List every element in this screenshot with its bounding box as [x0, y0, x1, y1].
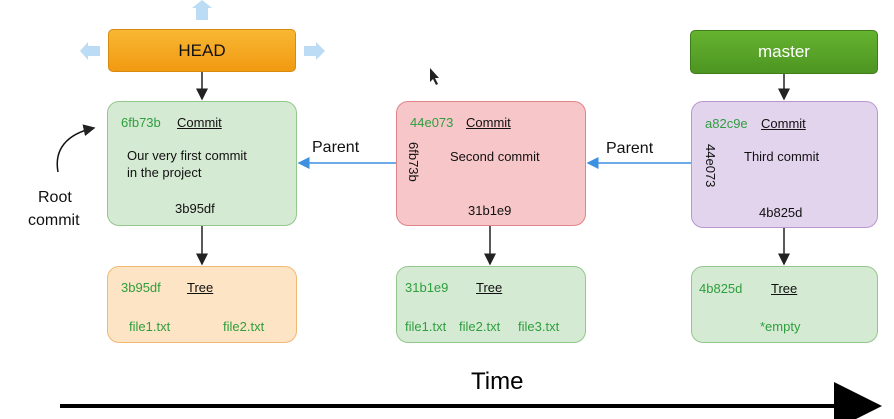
commit-tree-hash: 4b825d: [759, 205, 803, 220]
head-label: HEAD: [178, 40, 226, 60]
tree-node-1[interactable]: 3b95df Tree file1.txt file2.txt: [107, 266, 297, 343]
parent-label-2: Parent: [606, 140, 654, 157]
mouse-cursor-icon: [430, 68, 439, 85]
commit-tree-hash: 3b95df: [175, 201, 215, 216]
commit-title: Commit: [466, 115, 511, 130]
commit-message-line-1: Second commit: [450, 149, 540, 164]
root-commit-label-line-2: commit: [28, 212, 80, 229]
commit-message-line-1: Our very first commit: [127, 148, 247, 163]
tree-file: file2.txt: [223, 319, 265, 334]
commit-hash: 6fb73b: [121, 115, 161, 130]
tree-title: Tree: [187, 280, 214, 295]
commit-node-2[interactable]: 44e073 Commit 6fb73b Second commit 31b1e…: [396, 101, 586, 226]
commit-parent-hash: 44e073: [703, 144, 718, 188]
time-axis-label: Time: [471, 368, 524, 395]
tree-title: Tree: [771, 281, 798, 296]
tree-file: file1.txt: [129, 319, 171, 334]
commit-node-1[interactable]: 6fb73b Commit Our very first commit in t…: [107, 101, 297, 226]
tree-hash: 4b825d: [699, 281, 743, 296]
commit-tree-hash: 31b1e9: [468, 203, 512, 218]
tree-node-2[interactable]: 31b1e9 Tree file1.txt file2.txt file3.tx…: [396, 266, 586, 343]
tree-file: *empty: [760, 319, 801, 334]
commit-message-line-1: Third commit: [744, 149, 820, 164]
tree-file: file3.txt: [518, 319, 560, 334]
root-commit-label-line-1: Root: [38, 189, 72, 206]
head-move-hint-icon: [80, 0, 325, 60]
commit-parent-hash: 6fb73b: [406, 142, 421, 182]
root-commit-arrow: [56, 124, 96, 173]
parent-label-1: Parent: [312, 139, 360, 156]
master-branch-pointer[interactable]: master: [690, 30, 878, 74]
commit-hash: a82c9e: [705, 116, 748, 131]
head-pointer[interactable]: HEAD: [108, 29, 296, 72]
tree-hash: 3b95df: [121, 280, 161, 295]
commit-title: Commit: [177, 115, 222, 130]
commit-message-line-2: in the project: [127, 165, 202, 180]
tree-file: file2.txt: [459, 319, 501, 334]
tree-file: file1.txt: [405, 319, 447, 334]
tree-title: Tree: [476, 280, 503, 295]
commit-hash: 44e073: [410, 115, 454, 130]
tree-node-3[interactable]: 4b825d Tree *empty: [691, 266, 878, 343]
commit-node-3[interactable]: a82c9e Commit 44e073 Third commit 4b825d: [691, 101, 878, 228]
master-label: master: [758, 42, 810, 61]
commit-title: Commit: [761, 116, 806, 131]
tree-hash: 31b1e9: [405, 280, 449, 295]
